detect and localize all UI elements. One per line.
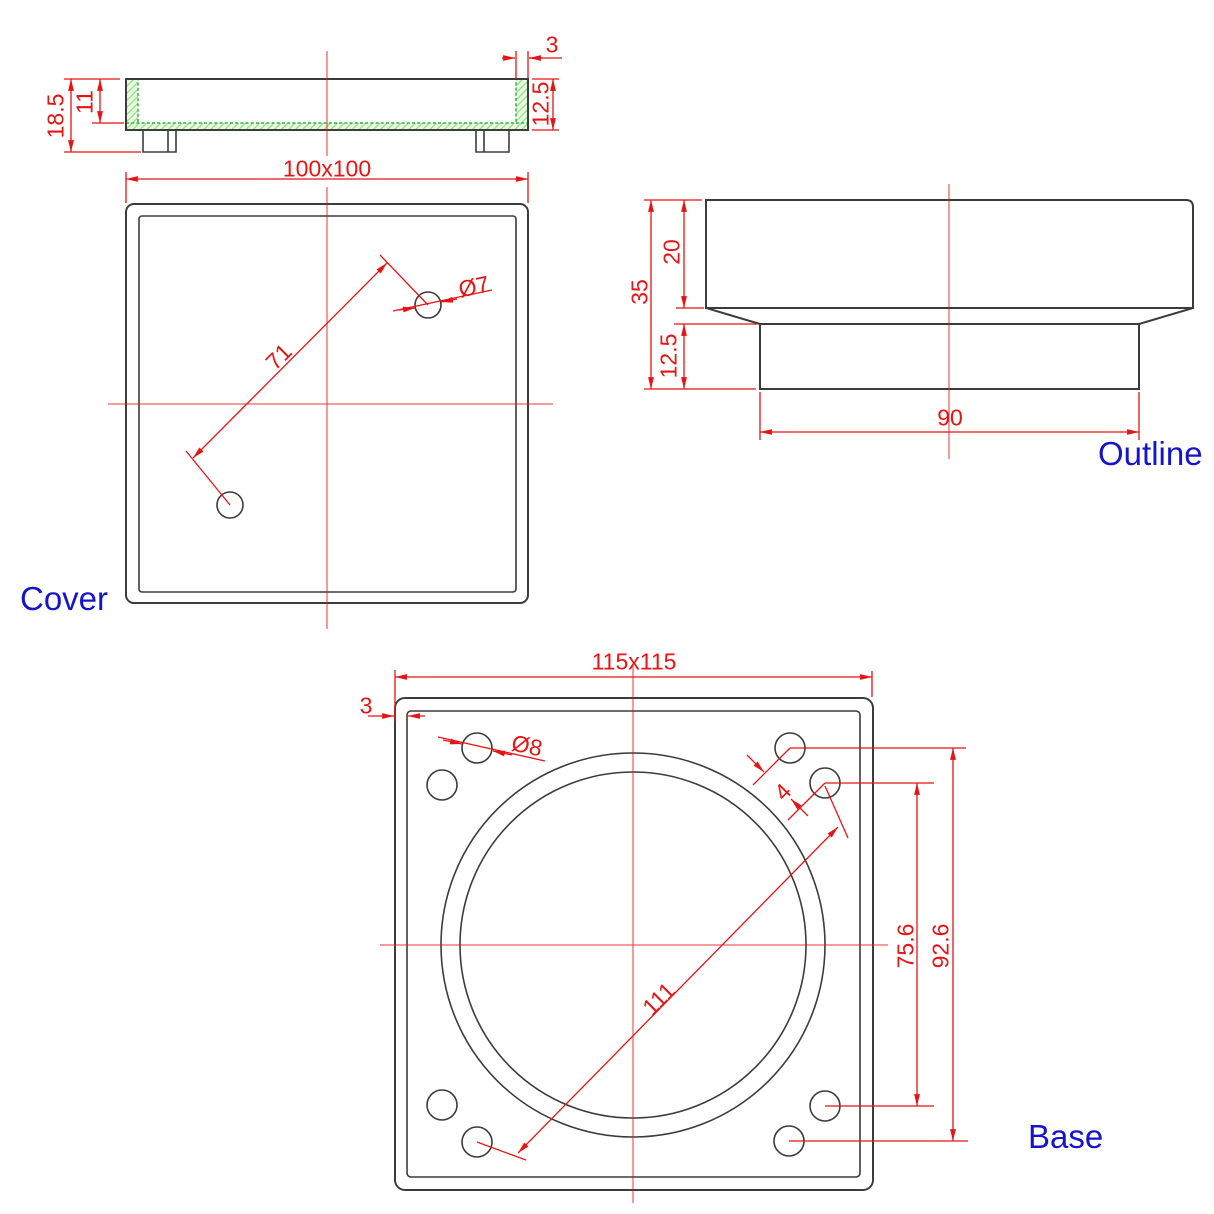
- base-plan-view: [368, 665, 968, 1203]
- dim-outline-base-height: 12.5: [655, 333, 682, 379]
- dim-base-size: 115x115: [591, 648, 677, 675]
- dim-cover-size: 100x100: [282, 155, 372, 182]
- dim-base-hole-diameter: Ø8: [509, 729, 545, 762]
- dim-section-inner-depth: 11: [71, 90, 98, 114]
- cover-view-label: Cover: [20, 580, 109, 617]
- dim-base-edge-offset: 3: [359, 692, 373, 719]
- dim-section-side-height: 12.5: [527, 81, 554, 127]
- base-view-label: Base: [1028, 1118, 1104, 1155]
- cover-plan-view: [108, 172, 553, 629]
- dim-outline-total-height: 35: [626, 279, 653, 305]
- outline-view-label: Outline: [1098, 435, 1203, 472]
- dim-cover-hole-diameter: Ø7: [456, 270, 492, 303]
- dim-base-hole-spacing-outer: 92.6: [927, 923, 954, 969]
- outline-profile-view: [644, 184, 1195, 459]
- dim-section-wall-thickness: 3: [545, 31, 559, 58]
- dim-section-total-height: 18.5: [42, 93, 69, 139]
- dim-outline-base-width: 90: [937, 404, 963, 431]
- dim-outline-top-height: 20: [658, 239, 685, 265]
- dim-base-hole-spacing-inner: 75.6: [892, 923, 919, 969]
- cover-section-view: [64, 51, 562, 156]
